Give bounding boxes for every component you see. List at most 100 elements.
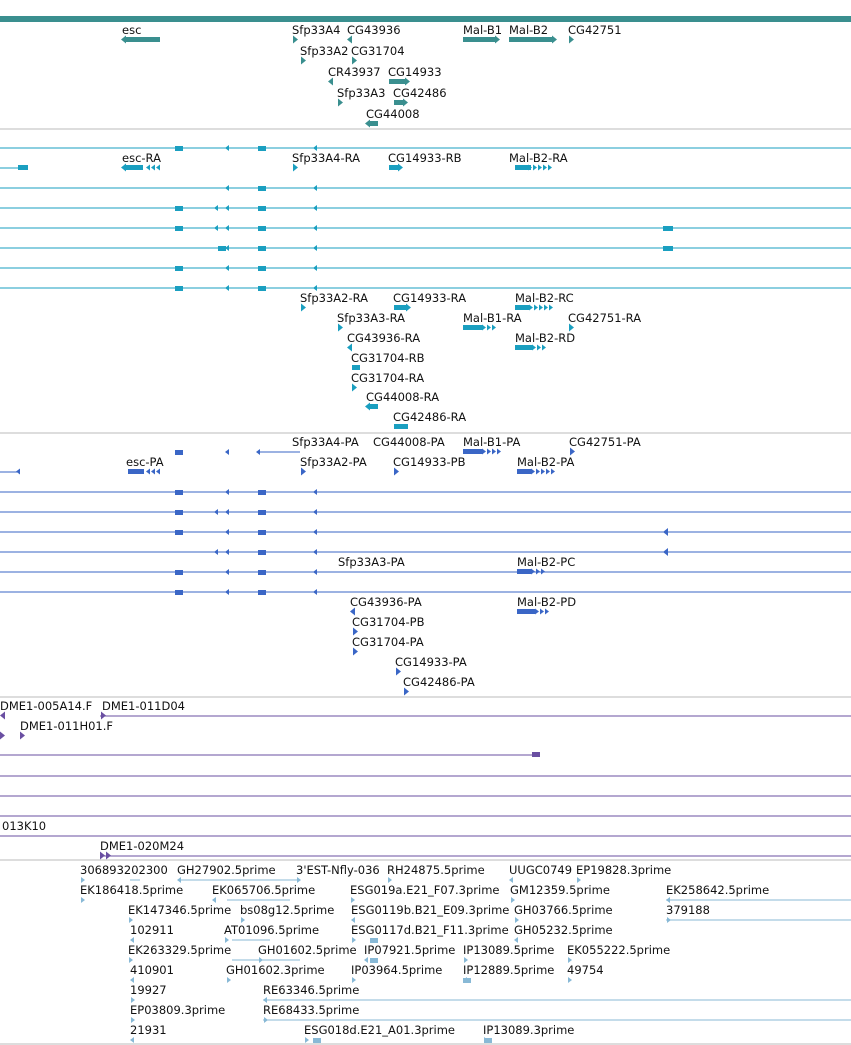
exon-block	[258, 266, 266, 271]
clone-label: DME1-011H01.F	[20, 719, 113, 733]
strand-arrow-left	[16, 468, 20, 475]
strand-arrow-right	[534, 304, 538, 311]
est-label: 19927	[130, 983, 167, 997]
strand-arrow-left	[214, 509, 218, 515]
strand-arrow-left	[156, 468, 160, 475]
est-label: 49754	[567, 963, 604, 977]
strand-arrow-right	[20, 731, 25, 740]
exon-block	[517, 469, 531, 474]
est-label: RE63346.5prime	[263, 983, 359, 997]
strand-arrow-right	[548, 164, 552, 171]
exon-block	[463, 449, 483, 454]
est-label: ESG0119b.B21_E09.3prime	[351, 903, 509, 917]
strand-arrow-left	[225, 265, 229, 271]
strand-arrow-right	[338, 323, 343, 332]
exon-block	[352, 365, 360, 370]
exon-block	[175, 510, 183, 515]
protein-label: Mal-B2-PA	[517, 455, 574, 469]
transcript-label: Mal-B1-RA	[463, 311, 522, 325]
strand-arrow-left	[351, 917, 355, 923]
strand-arrow-right	[543, 164, 547, 171]
strand-arrow-left	[313, 589, 317, 595]
strand-arrow-right	[352, 977, 356, 983]
gene-label: CG44008	[366, 107, 420, 121]
strand-arrow-left	[151, 164, 155, 171]
est-label: IP12889.5prime	[463, 963, 554, 977]
strand-arrow-right	[396, 667, 401, 676]
est-block	[313, 1038, 321, 1043]
strand-arrow-right	[533, 164, 537, 171]
strand-arrow-right	[541, 568, 545, 575]
transcript-label: Sfp33A4-RA	[292, 151, 360, 165]
transcript-label: Mal-B2-RC	[515, 291, 574, 305]
exon-block	[258, 206, 266, 211]
strand-arrow-left	[177, 877, 181, 883]
strand-arrow-left	[225, 245, 229, 251]
est-block	[463, 978, 471, 983]
exon-block	[394, 424, 408, 429]
est-label: EP19828.3prime	[576, 863, 671, 877]
strand-arrow-right	[570, 447, 575, 456]
strand-arrow-right	[338, 98, 343, 107]
strand-arrow-left	[313, 225, 317, 231]
est-label: RH24875.5prime	[387, 863, 485, 877]
protein-label: CG14933-PB	[393, 455, 466, 469]
gene-label: Sfp33A3	[337, 86, 385, 100]
clone-label: 013K10	[2, 819, 46, 833]
gene-label: CG14933	[388, 65, 442, 79]
strand-arrow-right	[482, 324, 486, 331]
strand-arrow-right	[394, 467, 399, 476]
est-label: 21931	[130, 1023, 167, 1037]
strand-arrow-right	[406, 303, 411, 312]
protein-label: Sfp33A4-PA	[292, 435, 359, 449]
strand-arrow-left	[509, 877, 513, 883]
strand-arrow-right	[301, 467, 306, 476]
strand-arrow-left	[225, 449, 229, 455]
strand-arrow-right	[541, 468, 545, 475]
transcript-label: CG14933-RA	[393, 291, 466, 305]
exon-block	[175, 530, 183, 535]
est-label: GH05232.5prime	[514, 923, 613, 937]
strand-arrow-right	[539, 304, 543, 311]
exon-block	[18, 165, 28, 170]
protein-label: CG43936-PA	[350, 595, 422, 609]
strand-arrow-right	[293, 163, 298, 172]
strand-arrow-right	[542, 344, 546, 351]
exon-block	[368, 404, 378, 409]
strand-arrow-right	[352, 937, 356, 943]
strand-arrow-right	[487, 324, 491, 331]
strand-arrow-left	[146, 164, 150, 171]
strand-arrow-right	[569, 323, 574, 332]
strand-arrow-left	[130, 1037, 134, 1043]
transcript-label: Sfp33A3-RA	[337, 311, 405, 325]
strand-arrow-right	[545, 608, 549, 615]
est-label: IP13089.5prime	[463, 943, 554, 957]
strand-arrow-left	[313, 549, 317, 555]
strand-arrow-right	[492, 448, 496, 455]
strand-arrow-right	[131, 997, 135, 1003]
exon-block	[258, 570, 266, 575]
strand-arrow-left	[121, 163, 126, 172]
exon-block	[394, 305, 408, 310]
protein-label: Mal-B1-PA	[463, 435, 520, 449]
strand-arrow-right	[551, 468, 555, 475]
strand-arrow-left	[313, 245, 317, 251]
exon-block	[175, 266, 183, 271]
exon-block	[258, 530, 266, 535]
exon-block	[175, 286, 183, 291]
strand-arrow-right	[535, 608, 539, 615]
exon-block	[517, 569, 531, 574]
strand-arrow-right	[131, 1017, 135, 1023]
protein-label: CG44008-PA	[373, 435, 445, 449]
exon-block	[663, 226, 673, 231]
est-label: RE68433.5prime	[263, 1003, 359, 1017]
gene-label: Mal-B2	[509, 23, 548, 37]
strand-arrow-left	[328, 77, 333, 86]
transcript-label: CG42751-RA	[568, 311, 641, 325]
strand-arrow-right	[404, 687, 409, 696]
strand-arrow-right	[106, 851, 111, 860]
protein-label: CG31704-PB	[352, 615, 425, 629]
protein-label: CG14933-PA	[395, 655, 467, 669]
strand-arrow-right	[305, 1037, 309, 1043]
